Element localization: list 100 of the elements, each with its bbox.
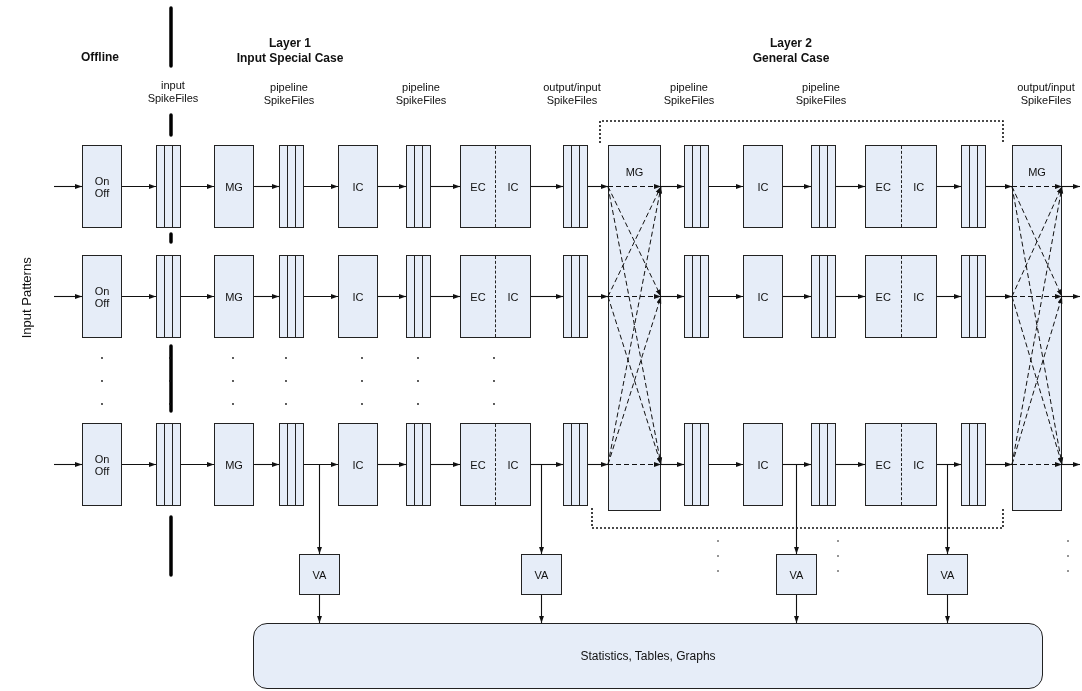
arrow [936, 294, 962, 299]
axis-label: Input Patterns [19, 256, 35, 341]
arrow [180, 184, 215, 189]
arrow [782, 294, 812, 299]
process-box [776, 554, 817, 595]
arrow [985, 294, 1013, 299]
process-box [1012, 145, 1062, 511]
spike-file-box [961, 423, 986, 506]
arrow [53, 294, 83, 299]
process-box [82, 423, 122, 506]
arrow [936, 463, 950, 555]
arrow [708, 184, 744, 189]
node-label: IC [352, 458, 364, 471]
arrow [945, 594, 950, 624]
node-label: On Off [93, 174, 111, 199]
arrow [708, 462, 744, 467]
arrow [121, 462, 157, 467]
spike-file-box [156, 423, 181, 506]
arrow [835, 462, 866, 467]
node-label: IC [352, 290, 364, 303]
arrow [1061, 462, 1081, 467]
column-label: pipeline SpikeFiles [794, 81, 848, 108]
process-box [338, 145, 378, 228]
arrow [430, 184, 461, 189]
arrow [121, 294, 157, 299]
arrow [539, 594, 544, 624]
node-label: Statistics, Tables, Graphs [580, 649, 716, 663]
arrow [660, 462, 685, 467]
process-box [743, 145, 783, 228]
node-label: MG [625, 166, 644, 178]
node-label: On Off [93, 284, 111, 309]
arrow [587, 294, 609, 299]
spike-file-box [279, 145, 304, 228]
process-box [460, 145, 531, 228]
node-label: EC [470, 458, 486, 471]
arrow [587, 462, 609, 467]
arrow [303, 184, 339, 189]
spike-file-box [811, 255, 836, 338]
arrow [587, 184, 609, 189]
arrow [1061, 184, 1081, 189]
arrow [253, 184, 280, 189]
node-label: VA [940, 568, 955, 581]
section-heading: Offline [80, 50, 120, 65]
arrow [794, 594, 799, 624]
node-label: IC [913, 180, 925, 193]
output-panel [253, 623, 1043, 689]
node-label: IC [507, 180, 519, 193]
node-label: EC [470, 290, 486, 303]
process-box [927, 554, 968, 595]
spike-file-box [684, 145, 709, 228]
section-heading: Input Special Case [235, 51, 345, 66]
arrow [180, 462, 215, 467]
arrow [985, 462, 1013, 467]
arrow [835, 184, 866, 189]
node-label: VA [789, 568, 804, 581]
arrow [782, 184, 812, 189]
spike-file-box [279, 255, 304, 338]
node-label: EC [875, 458, 891, 471]
arrow [53, 184, 83, 189]
arrow [253, 462, 280, 467]
process-box [460, 423, 531, 506]
node-label: IC [507, 290, 519, 303]
spike-file-box [406, 255, 431, 338]
node-label: MG [225, 290, 243, 303]
node-label: IC [507, 458, 519, 471]
section-heading: General Case [751, 51, 831, 66]
spike-file-box [811, 145, 836, 228]
column-label: pipeline SpikeFiles [394, 81, 448, 108]
arrow [317, 594, 322, 624]
arrow [430, 462, 461, 467]
arrow [1061, 294, 1081, 299]
node-label: IC [757, 290, 769, 303]
arrow [782, 463, 799, 555]
spike-file-box [279, 423, 304, 506]
arrow [530, 294, 564, 299]
spike-file-box [961, 255, 986, 338]
column-label: output/input SpikeFiles [1016, 81, 1076, 108]
arrow [530, 463, 544, 555]
spike-file-box [811, 423, 836, 506]
section-heading: Layer 1 [268, 36, 312, 51]
column-label: pipeline SpikeFiles [262, 81, 316, 108]
node-label: EC [470, 180, 486, 193]
node-label: VA [312, 568, 327, 581]
process-box [82, 145, 122, 228]
spike-file-box [406, 145, 431, 228]
process-box [460, 255, 531, 338]
arrow [936, 184, 962, 189]
node-label: IC [352, 180, 364, 193]
process-box [743, 255, 783, 338]
node-label: MG [225, 458, 243, 471]
arrow [377, 294, 407, 299]
node-label: IC [913, 290, 925, 303]
node-label: VA [534, 568, 549, 581]
arrow [303, 463, 322, 555]
node-label: MG [225, 180, 243, 193]
process-box [338, 423, 378, 506]
node-label: IC [757, 458, 769, 471]
node-label: MG [1028, 166, 1046, 178]
column-label: pipeline SpikeFiles [662, 81, 716, 108]
arrow [835, 294, 866, 299]
